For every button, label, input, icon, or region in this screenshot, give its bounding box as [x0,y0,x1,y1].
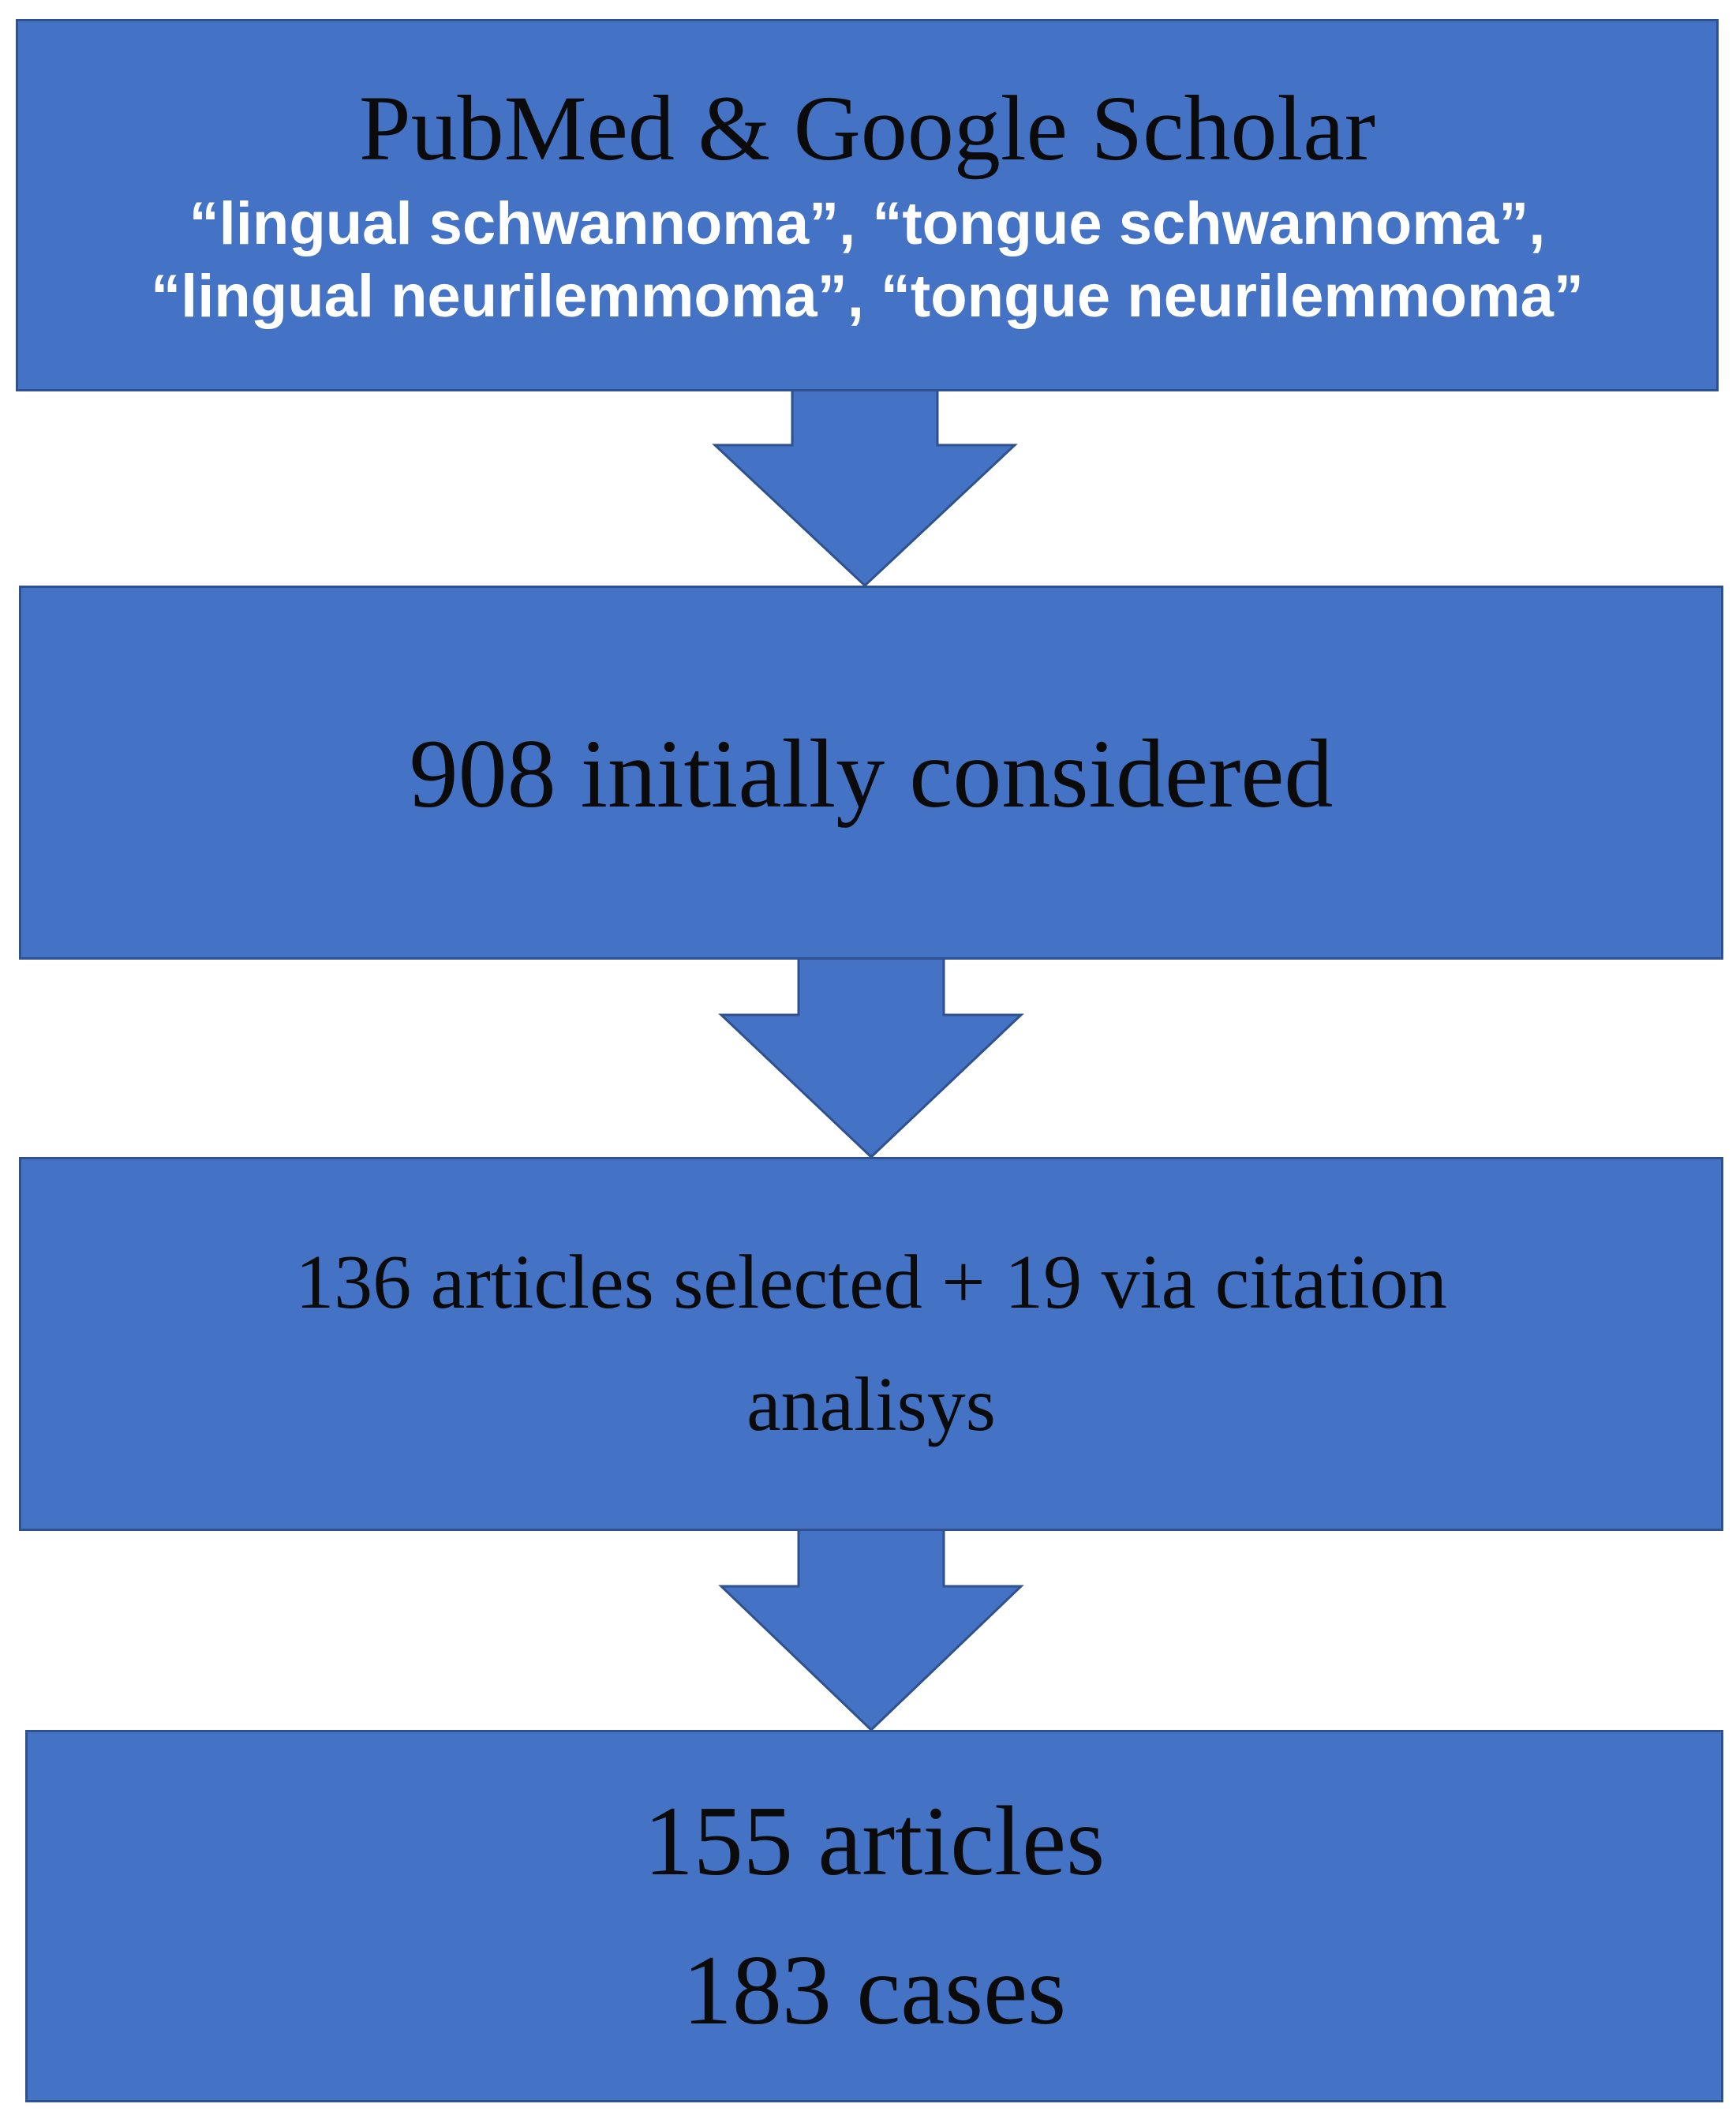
selected-articles-box: 136 articles selected + 19 via citation … [19,1157,1723,1531]
arrow-down-3 [718,1528,1024,1732]
search-keywords-line-1: “lingual schwannoma”, “tongue schwannoma… [189,190,1546,258]
selected-articles-line-2: analisys [746,1362,996,1447]
arrow-down-2 [718,956,1024,1159]
final-result-box: 155 articles 183 cases [25,1730,1723,2102]
selected-articles-line-1: 136 articles selected + 19 via citation [295,1240,1447,1326]
search-sources-title: PubMed & Google Scholar [358,77,1376,181]
final-articles-count: 155 articles [643,1787,1106,1896]
search-sources-box: PubMed & Google Scholar “lingual schwann… [16,19,1719,391]
search-keywords-line-2: “lingual neurilemmoma”, “tongue neurilem… [151,262,1584,330]
initial-records-box: 908 initially considered [19,586,1723,960]
initial-records-label: 908 initially considered [409,719,1334,828]
final-cases-count: 183 cases [682,1936,1067,2046]
arrow-down-1 [712,387,1018,588]
